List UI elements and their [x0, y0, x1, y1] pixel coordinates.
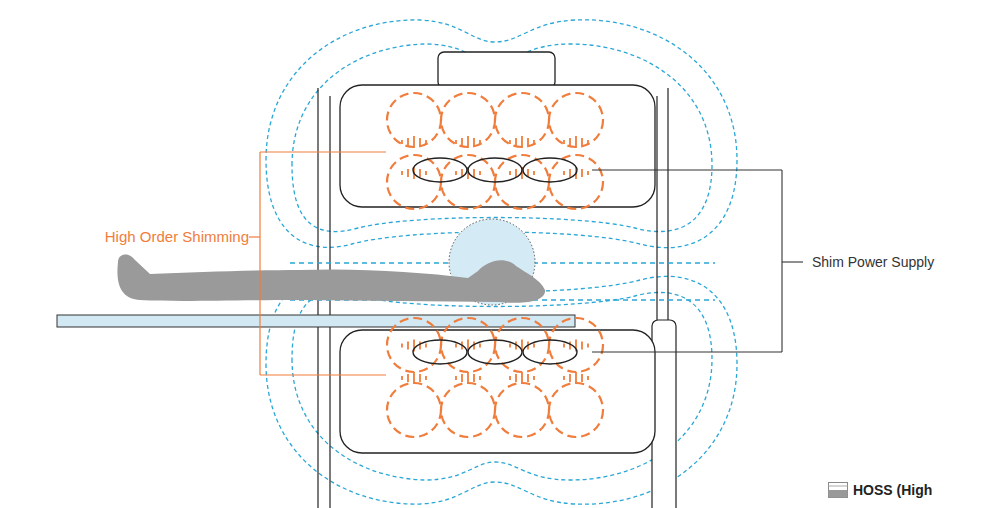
coil-mark [563, 171, 565, 175]
coil-winding [441, 93, 495, 147]
shim-loop [468, 158, 522, 182]
coil-mark [479, 171, 481, 175]
coil-mark [467, 136, 469, 148]
shim-loop [413, 340, 467, 364]
shim-coils [387, 93, 603, 437]
coil-mark [569, 138, 571, 146]
coil-mark [413, 136, 415, 148]
coil-winding [495, 383, 549, 437]
coil-mark [419, 374, 421, 382]
coil-mark [425, 344, 427, 348]
coil-mark [401, 171, 403, 175]
coil-winding [495, 93, 549, 147]
coil-mark [473, 374, 475, 382]
coil-winding [387, 93, 441, 147]
coil-mark [569, 169, 571, 177]
legend-text: HOSS (High [853, 482, 932, 498]
coil-mark [473, 169, 475, 177]
coil-mark [515, 169, 517, 177]
coil-mark [587, 140, 589, 144]
coil-mark [425, 171, 427, 175]
coil-mark [563, 376, 565, 380]
coil-mark [407, 138, 409, 146]
coil-mark [455, 140, 457, 144]
coil-mark [425, 140, 427, 144]
coil-mark [587, 171, 589, 175]
coil-mark [563, 140, 565, 144]
coil-mark [581, 342, 583, 350]
annotation-label: High Order Shimming [105, 228, 249, 245]
coil-mark [419, 169, 421, 177]
coil-mark [527, 138, 529, 146]
coil-winding [549, 383, 603, 437]
coil-mark [407, 342, 409, 350]
coil-mark [479, 344, 481, 348]
coil-mark [407, 169, 409, 177]
power-supply-bracket [592, 170, 803, 352]
coil-mark [581, 138, 583, 146]
annotation-label: Shim Power Supply [812, 254, 934, 270]
shim-loop [413, 158, 467, 182]
coil-winding [441, 383, 495, 437]
coil-mark [407, 374, 409, 382]
coil-mark [569, 374, 571, 382]
coil-mark [575, 136, 577, 148]
coil-mark [455, 171, 457, 175]
coil-mark [419, 342, 421, 350]
coil-mark [401, 140, 403, 144]
coil-mark [479, 140, 481, 144]
coil-mark [563, 344, 565, 348]
legend-swatch [828, 482, 848, 498]
coil-mark [515, 138, 517, 146]
coil-mark [533, 140, 535, 144]
coil-mark [401, 344, 403, 348]
coil-mark [533, 344, 535, 348]
coil-mark [425, 376, 427, 380]
field-contour-top [266, 20, 737, 248]
coil-mark [413, 372, 415, 384]
coil-mark [575, 372, 577, 384]
coil-mark [479, 376, 481, 380]
coil-mark [473, 138, 475, 146]
coil-mark [515, 374, 517, 382]
coil-mark [455, 344, 457, 348]
coil-winding [549, 93, 603, 147]
coil-mark [509, 376, 511, 380]
coil-mark [509, 140, 511, 144]
coil-mark [521, 372, 523, 384]
legend-item: HOSS (High [828, 482, 932, 498]
coil-mark [587, 376, 589, 380]
coil-mark [521, 136, 523, 148]
patient-table [57, 315, 575, 327]
coil-mark [467, 372, 469, 384]
coil-winding [387, 383, 441, 437]
coil-mark [461, 374, 463, 382]
shim-loop [523, 340, 577, 364]
coil-mark [527, 374, 529, 382]
coil-mark [509, 344, 511, 348]
coil-mark [461, 138, 463, 146]
coil-mark [569, 342, 571, 350]
coil-mark [533, 376, 535, 380]
coil-mark [401, 376, 403, 380]
magnet-housing [340, 52, 655, 453]
coil-mark [509, 171, 511, 175]
coil-mark [455, 376, 457, 380]
shimming-bracket [249, 152, 386, 375]
shim-loop [523, 158, 577, 182]
coil-mark [533, 171, 535, 175]
coil-mark [419, 138, 421, 146]
patient-silhouette [117, 254, 545, 302]
coil-mark [581, 374, 583, 382]
coil-mark [581, 169, 583, 177]
coil-mark [587, 344, 589, 348]
shim-loop [468, 340, 522, 364]
